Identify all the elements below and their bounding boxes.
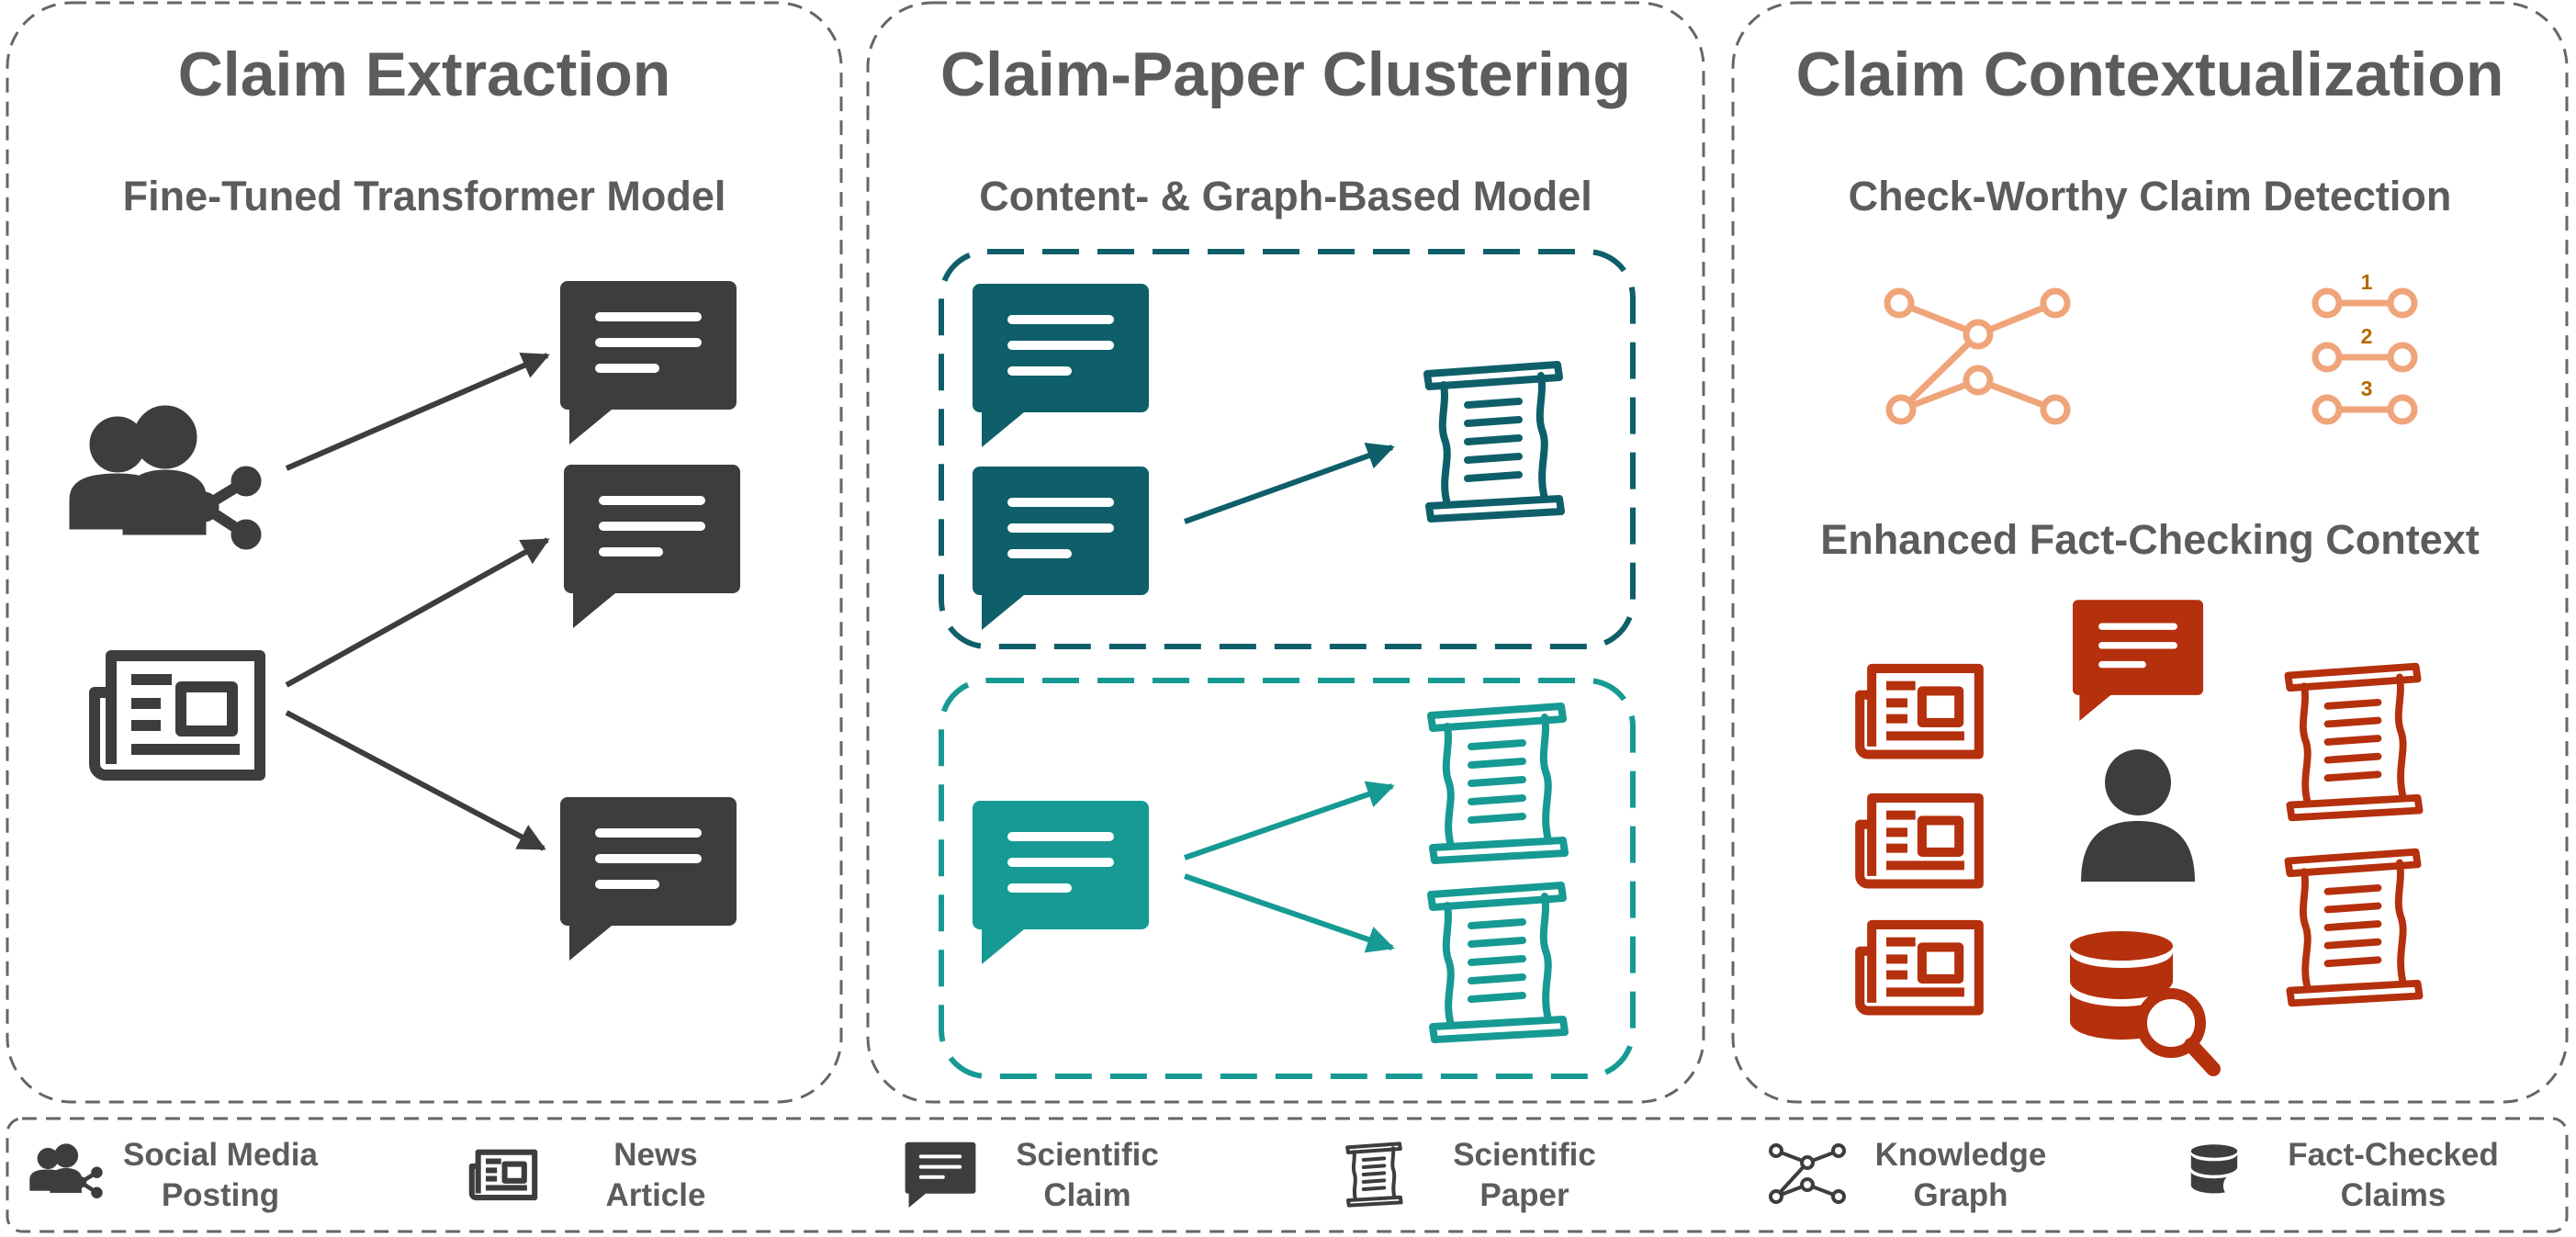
- legend-line2: Article: [605, 1177, 706, 1213]
- legend-line2: Paper: [1479, 1177, 1569, 1213]
- legend-database-search-icon: [2190, 1144, 2255, 1207]
- social-media-icon: [70, 406, 261, 549]
- person-icon: [2081, 749, 2195, 882]
- arrow: [285, 352, 550, 471]
- ranked-claims-icon: [2312, 287, 2418, 425]
- claim-icon: [564, 465, 740, 628]
- legend-line1: Knowledge: [1874, 1137, 2047, 1173]
- legend-label-knowledge-graph: Knowledge Graph: [1864, 1135, 2057, 1216]
- claim-icon: [560, 797, 737, 961]
- claim-icon: [560, 281, 737, 444]
- arrow: [1184, 781, 1395, 860]
- news-article-icon: [1860, 925, 1979, 1011]
- news-article-icon: [1860, 669, 1979, 755]
- paper-scroll-icon: [2288, 852, 2419, 1004]
- legend-line2: Graph: [1913, 1177, 2008, 1213]
- legend-line2: Claim: [1043, 1177, 1131, 1213]
- news-article-icon: [1860, 798, 1979, 884]
- legend-line1: Scientific: [1016, 1137, 1159, 1173]
- legend-label-social-media: Social Media Posting: [110, 1135, 331, 1216]
- legend-social-media-icon: [29, 1144, 102, 1198]
- database-search-icon: [2070, 931, 2213, 1069]
- legend-line1: Fact-Checked: [2288, 1137, 2499, 1173]
- arrow: [285, 710, 546, 851]
- paper-scroll-icon: [2288, 667, 2419, 818]
- legend-label-scientific-paper: Scientific Paper: [1433, 1135, 1616, 1216]
- paper-scroll-icon: [1431, 706, 1565, 860]
- cluster-box-2: [939, 678, 1636, 1079]
- legend-label-news-article: News Article: [564, 1135, 748, 1216]
- claim-icon: [2072, 600, 2204, 721]
- legend-box: [6, 1117, 2569, 1233]
- news-article-icon: [95, 656, 260, 775]
- arrow: [285, 537, 550, 688]
- panel1-title: Claim Extraction: [177, 39, 671, 109]
- panel3-subtitle: Check-Worthy Claim Detection: [1848, 173, 2452, 219]
- claim-icon: [973, 284, 1149, 447]
- arrow: [1184, 873, 1395, 953]
- arrow: [1183, 442, 1395, 524]
- panel-claim-paper-clustering: [866, 1, 1705, 1104]
- cluster-box-1: [939, 249, 1636, 649]
- rank-number-1: 1: [2360, 270, 2373, 294]
- panel3-subtitle2: Enhanced Fact-Checking Context: [1820, 516, 2480, 563]
- panel-claim-extraction: [6, 1, 843, 1104]
- knowledge-graph-icon: [1884, 287, 2071, 425]
- legend-label-fact-checked-claims: Fact-Checked Claims: [2274, 1135, 2513, 1216]
- legend-line1: Scientific: [1453, 1137, 1596, 1173]
- legend-label-scientific-claim: Scientific Claim: [996, 1135, 1179, 1216]
- legend-line2: Posting: [161, 1177, 280, 1213]
- claim-icon: [973, 801, 1149, 964]
- panel1-subtitle: Fine-Tuned Transformer Model: [122, 173, 726, 219]
- legend-paper-scroll-icon: [1347, 1143, 1400, 1205]
- paper-scroll-icon: [1431, 885, 1565, 1040]
- panel-claim-contextualization: [1731, 1, 2569, 1104]
- legend-line2: Claims: [2340, 1177, 2447, 1213]
- panel2-title: Claim-Paper Clustering: [940, 39, 1631, 109]
- legend-news-article-icon: [472, 1153, 534, 1198]
- legend-knowledge-graph-icon: [1769, 1143, 1846, 1204]
- paper-scroll-icon: [1427, 365, 1561, 519]
- rank-number-3: 3: [2360, 377, 2373, 400]
- rank-number-2: 2: [2360, 324, 2373, 348]
- legend-claim-icon: [905, 1141, 976, 1208]
- panel3-title: Claim Contextualization: [1795, 39, 2504, 109]
- claim-icon: [973, 467, 1149, 630]
- legend-line1: Social Media: [122, 1137, 319, 1173]
- panel2-subtitle: Content- & Graph-Based Model: [979, 173, 1592, 219]
- legend-line1: News: [613, 1137, 698, 1173]
